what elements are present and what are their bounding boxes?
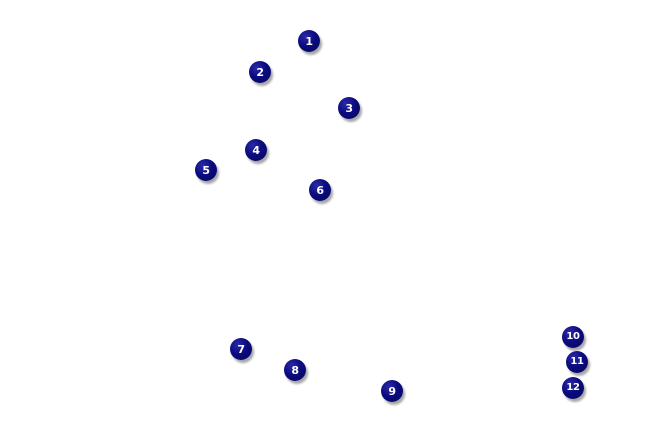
map-marker-1[interactable]: 1 [298,30,320,52]
map-marker-3[interactable]: 3 [338,97,360,119]
map-marker-10[interactable]: 10 [562,326,584,348]
marker-label: 11 [570,356,584,367]
map-marker-2[interactable]: 2 [249,61,271,83]
marker-label: 12 [566,382,580,393]
marker-label: 7 [237,342,245,356]
marker-label: 6 [316,183,324,197]
map-marker-7[interactable]: 7 [230,338,252,360]
marker-label: 8 [291,363,299,377]
map-marker-11[interactable]: 11 [566,351,588,373]
marker-label: 10 [566,331,580,342]
map-marker-4[interactable]: 4 [245,139,267,161]
marker-label: 1 [305,34,313,48]
marker-label: 2 [256,65,264,79]
map-marker-5[interactable]: 5 [195,159,217,181]
marker-label: 5 [202,163,210,177]
marker-label: 9 [388,384,396,398]
map-marker-12[interactable]: 12 [562,377,584,399]
map-marker-9[interactable]: 9 [381,380,403,402]
map-marker-6[interactable]: 6 [309,179,331,201]
map-marker-8[interactable]: 8 [284,359,306,381]
marker-label: 3 [345,101,353,115]
marker-label: 4 [252,143,260,157]
